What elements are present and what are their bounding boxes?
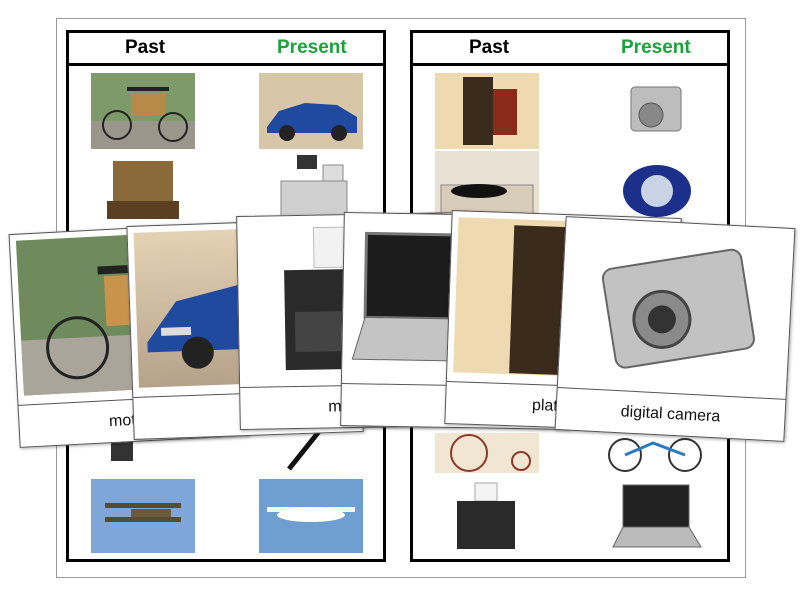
modern-cash-register-photo	[273, 151, 353, 221]
right-present-heading: Present	[621, 37, 691, 58]
left-chart-sheet: Past Present	[66, 30, 386, 562]
right-sheet-header: Past Present	[413, 33, 727, 66]
modern-car-photo	[259, 73, 363, 149]
old-motorcar-photo	[91, 73, 195, 149]
right-past-heading: Past	[469, 37, 510, 58]
left-past-heading: Past	[125, 37, 166, 58]
biplane-photo	[91, 479, 195, 553]
left-present-heading: Present	[277, 37, 347, 58]
left-sheet-header: Past Present	[69, 33, 383, 66]
modern-laptop-photo	[609, 479, 705, 553]
modern-digital-camera-photo	[623, 73, 687, 149]
penny-farthing-photo	[435, 433, 539, 473]
old-pen-photo	[107, 433, 137, 465]
record-player-photo	[435, 151, 539, 221]
cd-player-photo	[617, 151, 697, 221]
card-digital-camera-image	[564, 223, 789, 390]
modern-airplane-photo	[259, 479, 363, 553]
old-plate-camera-photo	[435, 73, 539, 149]
modern-pen-photo	[283, 425, 325, 473]
old-cash-register-photo	[103, 151, 183, 221]
card-digital-camera[interactable]: digital camera	[554, 216, 796, 442]
modern-bicycle-photo	[603, 433, 707, 473]
old-typewriter-photo	[451, 479, 521, 553]
